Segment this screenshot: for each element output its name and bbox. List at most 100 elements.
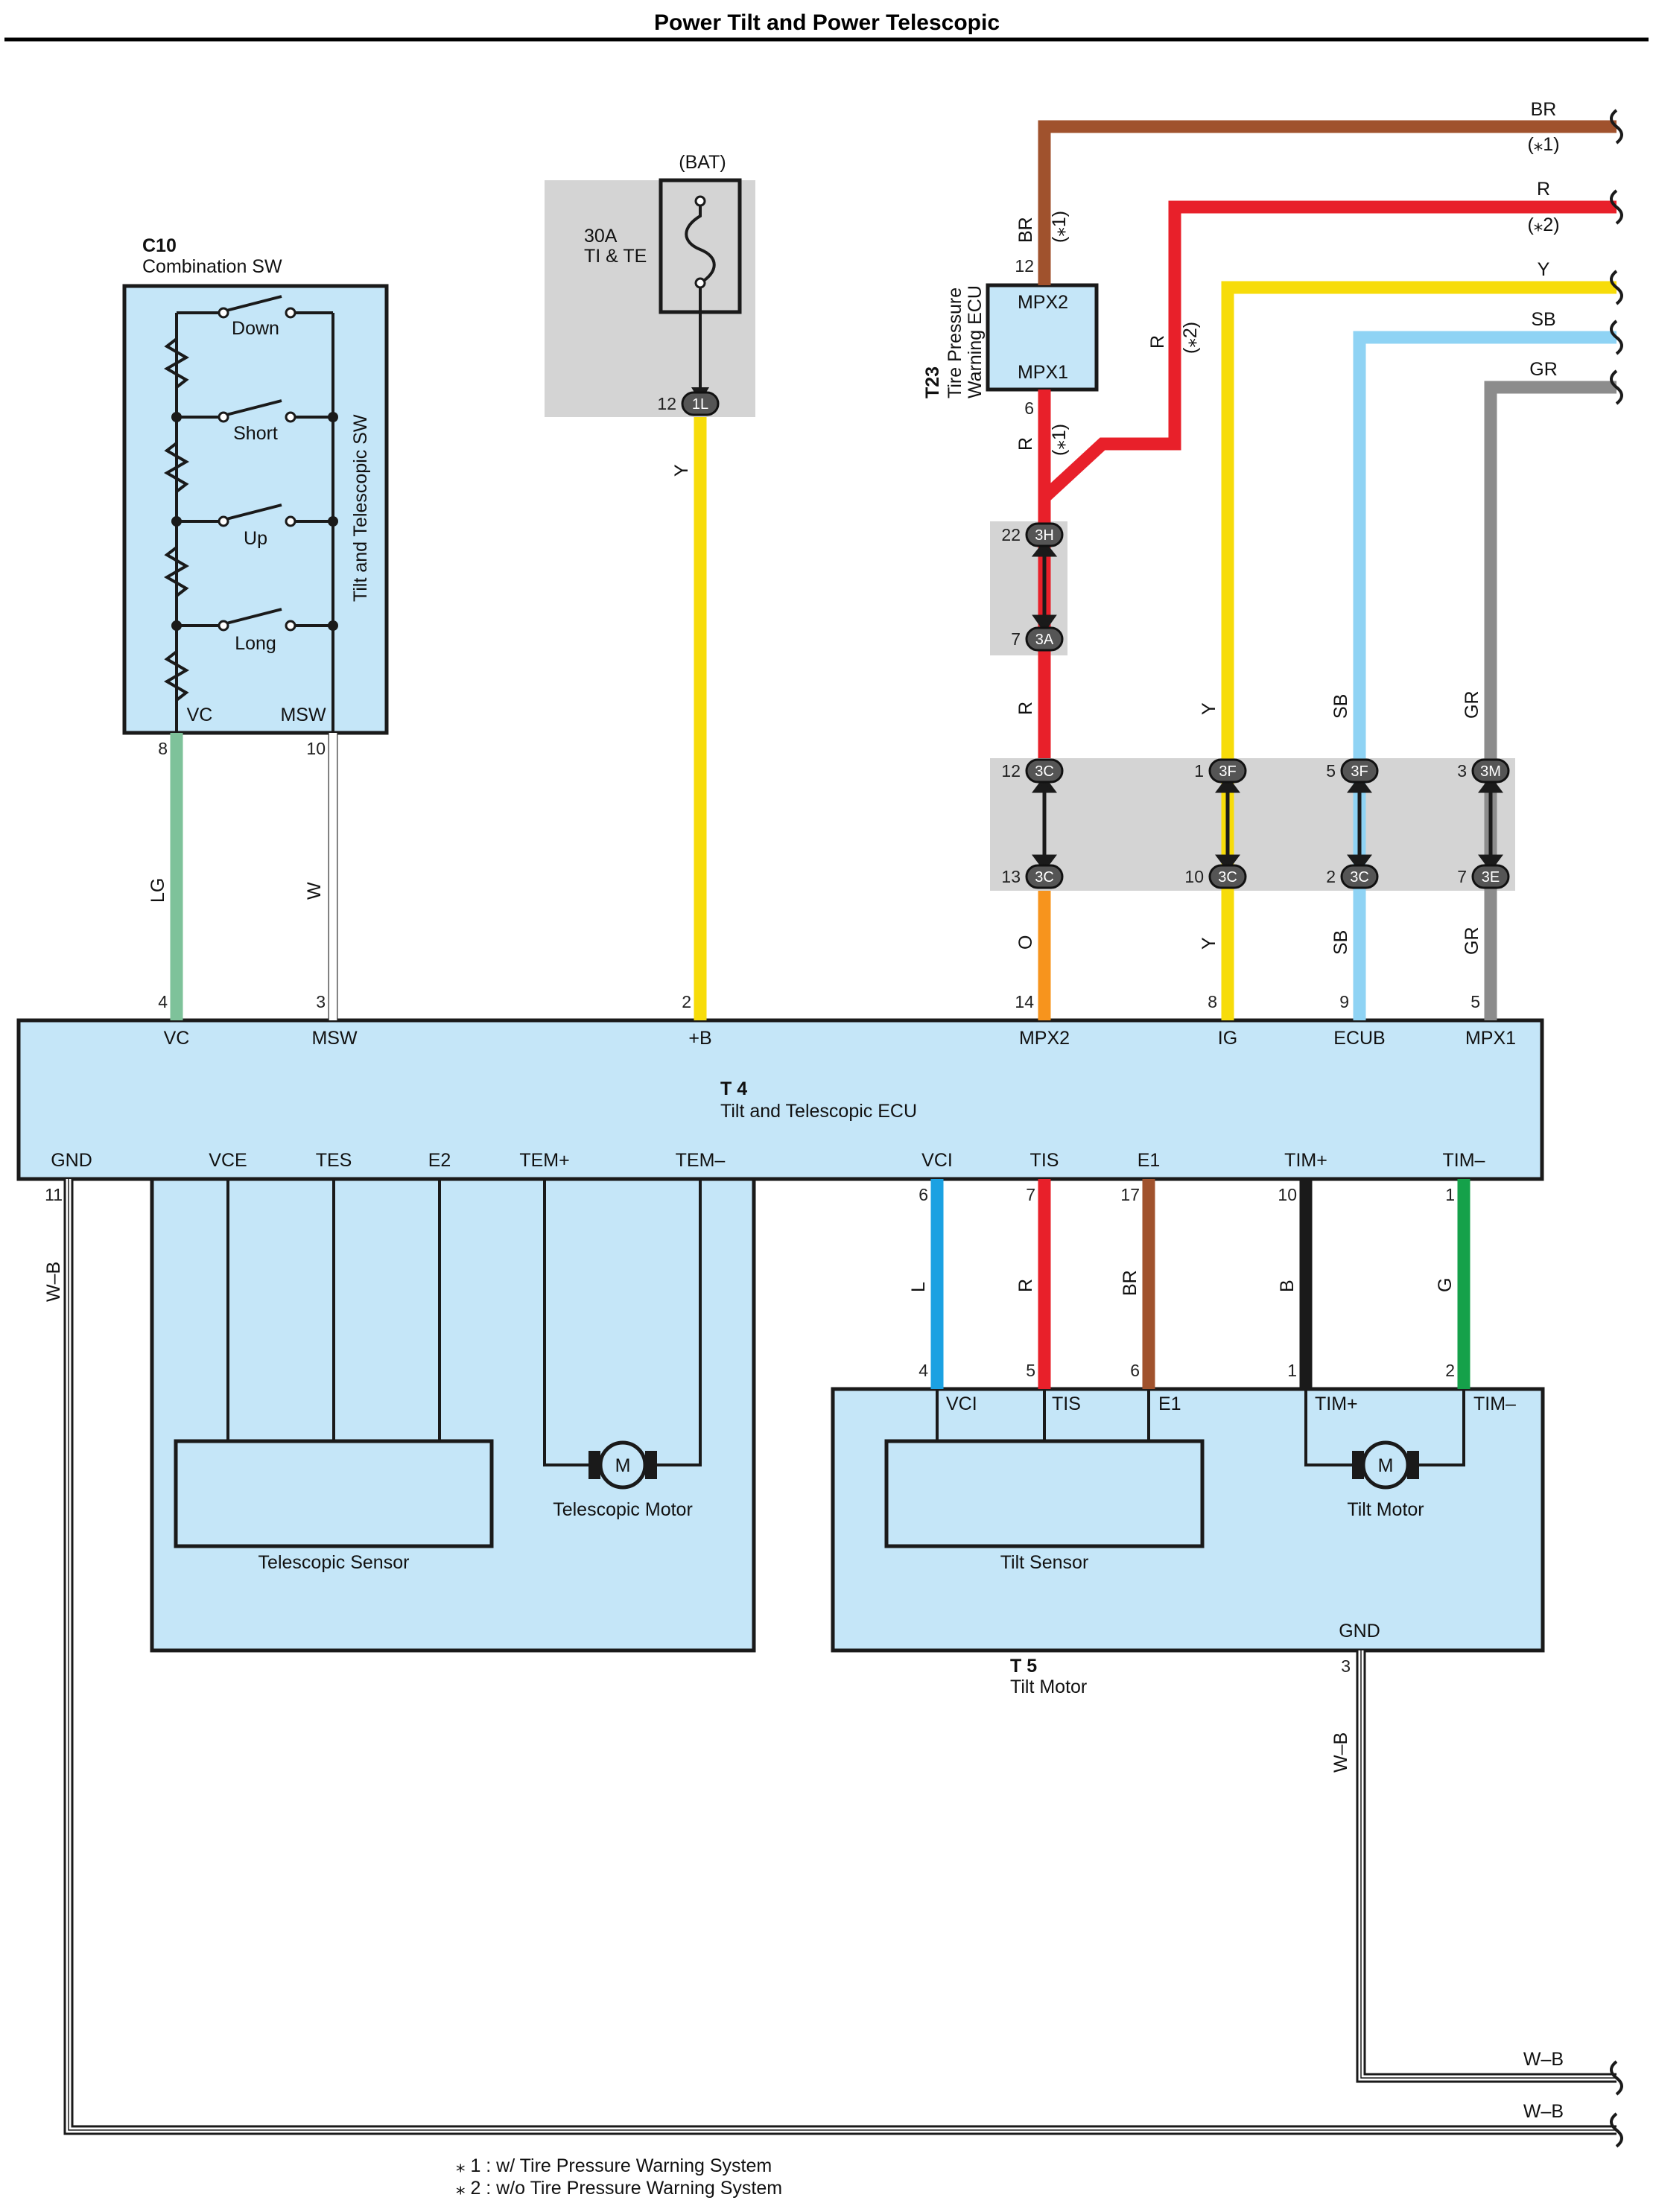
ecu-terminal-tem-minus: TEM– [676, 1150, 726, 1171]
wire-label: Y [1199, 702, 1219, 715]
pin: 12 [1015, 256, 1034, 276]
c10-name: Combination SW [142, 256, 282, 277]
connector-3C-top[interactable]: 3C [1025, 758, 1064, 784]
ecu-t4-box[interactable] [16, 1018, 1544, 1181]
pin: 17 [1120, 1185, 1140, 1204]
ecu-terminal-mpx1: MPX1 [1465, 1028, 1516, 1049]
pin: 3 [316, 992, 326, 1011]
wire-label: L [908, 1282, 929, 1292]
svg-text:3C: 3C [1350, 869, 1369, 886]
ecu-terminal-ecub: ECUB [1333, 1028, 1385, 1049]
fuse-rating: 30A [584, 226, 618, 247]
pin: 4 [918, 1361, 928, 1380]
svg-text:3F: 3F [1219, 763, 1236, 780]
wire-label: W–B [1330, 1732, 1351, 1773]
t5-terminal-tis: TIS [1052, 1393, 1081, 1414]
junction-arrows [1031, 540, 1503, 872]
switch-label-up: Up [244, 528, 267, 549]
svg-text:3C: 3C [1035, 763, 1054, 780]
t5-terminal-gnd: GND [1339, 1621, 1380, 1641]
fuse-box-region [545, 180, 755, 417]
svg-text:3C: 3C [1218, 869, 1237, 886]
ecu-terminal-e2: E2 [428, 1150, 451, 1171]
wire-label: W–B [1523, 2049, 1564, 2070]
connector-3C-ig[interactable]: 3C [1208, 864, 1247, 889]
connector-3E[interactable]: 3E [1471, 864, 1510, 889]
svg-text:M: M [615, 1455, 631, 1476]
connector-1L[interactable]: 1L [681, 391, 720, 416]
tilt-motor-label: Tilt Motor [1347, 1499, 1424, 1520]
fuse-symbol-box [659, 178, 742, 314]
wire-label: SB [1531, 309, 1555, 330]
wire-br-top [1038, 120, 1616, 285]
svg-text:1L: 1L [692, 396, 708, 413]
connector-3F-ig[interactable]: 3F [1208, 758, 1247, 784]
wire-label: BR [1015, 217, 1036, 243]
t5-terminal-e1: E1 [1158, 1393, 1181, 1414]
wire-label: (⁎1) [1527, 134, 1559, 155]
pin: 1 [1445, 1185, 1455, 1204]
pin: 9 [1339, 992, 1349, 1011]
wire-label: R [1015, 1279, 1036, 1292]
telescopic-unit-box[interactable] [150, 1177, 756, 1653]
ecu-name: Tilt and Telescopic ECU [720, 1101, 917, 1122]
wire-label: Y [1199, 937, 1219, 950]
telescopic-sensor-label: Telescopic Sensor [258, 1552, 410, 1573]
pin: 3 [1341, 1656, 1351, 1676]
pin: 4 [158, 992, 168, 1011]
pin: 5 [1026, 1361, 1035, 1380]
t23-code: T23 [922, 366, 943, 398]
tpw-ecu-box[interactable] [986, 283, 1099, 392]
wire-label: BR [1120, 1270, 1140, 1296]
ground-wb-left [63, 1179, 1616, 2135]
t23-terminal-mpx2: MPX2 [1018, 292, 1068, 313]
ecu-terminal-vc: VC [164, 1028, 190, 1049]
pin: 2 [1326, 867, 1336, 886]
t5-terminal-tim-plus: TIM+ [1315, 1393, 1358, 1414]
wire-label: R [1015, 702, 1036, 715]
c10-terminal-msw: MSW [280, 705, 326, 725]
ecu-terminal-b: +B [688, 1028, 711, 1049]
telescopic-internal-wires [226, 1179, 702, 1466]
wire-label: SB [1330, 930, 1351, 955]
switch-label-short: Short [233, 423, 278, 444]
connector-3M[interactable]: 3M [1471, 758, 1510, 784]
connector-3C-bottom[interactable]: 3C [1025, 864, 1064, 889]
wire-label: (⁎2) [1180, 322, 1201, 354]
connector-3A[interactable]: 3A [1025, 626, 1064, 652]
wire-label: O [1015, 935, 1036, 950]
pin: 7 [1011, 629, 1021, 649]
fuse-terminal-top [694, 195, 706, 207]
wire-gr [1484, 381, 1616, 1020]
connector-3C-ecub[interactable]: 3C [1340, 864, 1379, 889]
svg-text:3E: 3E [1482, 869, 1500, 886]
pin: 8 [158, 739, 168, 758]
svg-text:3A: 3A [1035, 632, 1054, 648]
t5-terminal-vci: VCI [946, 1393, 977, 1414]
wire-label: R [1147, 335, 1168, 349]
svg-text:M: M [1378, 1455, 1394, 1476]
t23-name-line2: Warning ECU [965, 285, 986, 398]
ecu-terminal-ig: IG [1218, 1028, 1237, 1049]
pin: 7 [1457, 867, 1467, 886]
wire-label: GR [1529, 359, 1558, 380]
pin: 2 [1445, 1361, 1455, 1380]
connector-3H[interactable]: 3H [1025, 522, 1064, 547]
connector-3F-ecub[interactable]: 3F [1340, 758, 1379, 784]
pin: 11 [45, 1185, 63, 1204]
t5-code: T 5 [1010, 1656, 1037, 1677]
t5-terminal-tim-minus: TIM– [1473, 1393, 1516, 1414]
combination-sw-box[interactable] [122, 284, 389, 735]
pin: 14 [1015, 992, 1034, 1011]
pin: 2 [682, 992, 691, 1011]
pin: 22 [1001, 525, 1021, 544]
t23-terminal-mpx1: MPX1 [1018, 362, 1068, 383]
ecu-terminal-mpx2: MPX2 [1019, 1028, 1070, 1049]
wire-label: LG [147, 878, 168, 903]
tilt-sensor-box [884, 1439, 1205, 1548]
wire-label: (⁎1) [1049, 211, 1070, 243]
switch-label-long: Long [235, 633, 276, 654]
fuse-source: (BAT) [679, 152, 726, 173]
wire-label: Y [671, 464, 692, 477]
